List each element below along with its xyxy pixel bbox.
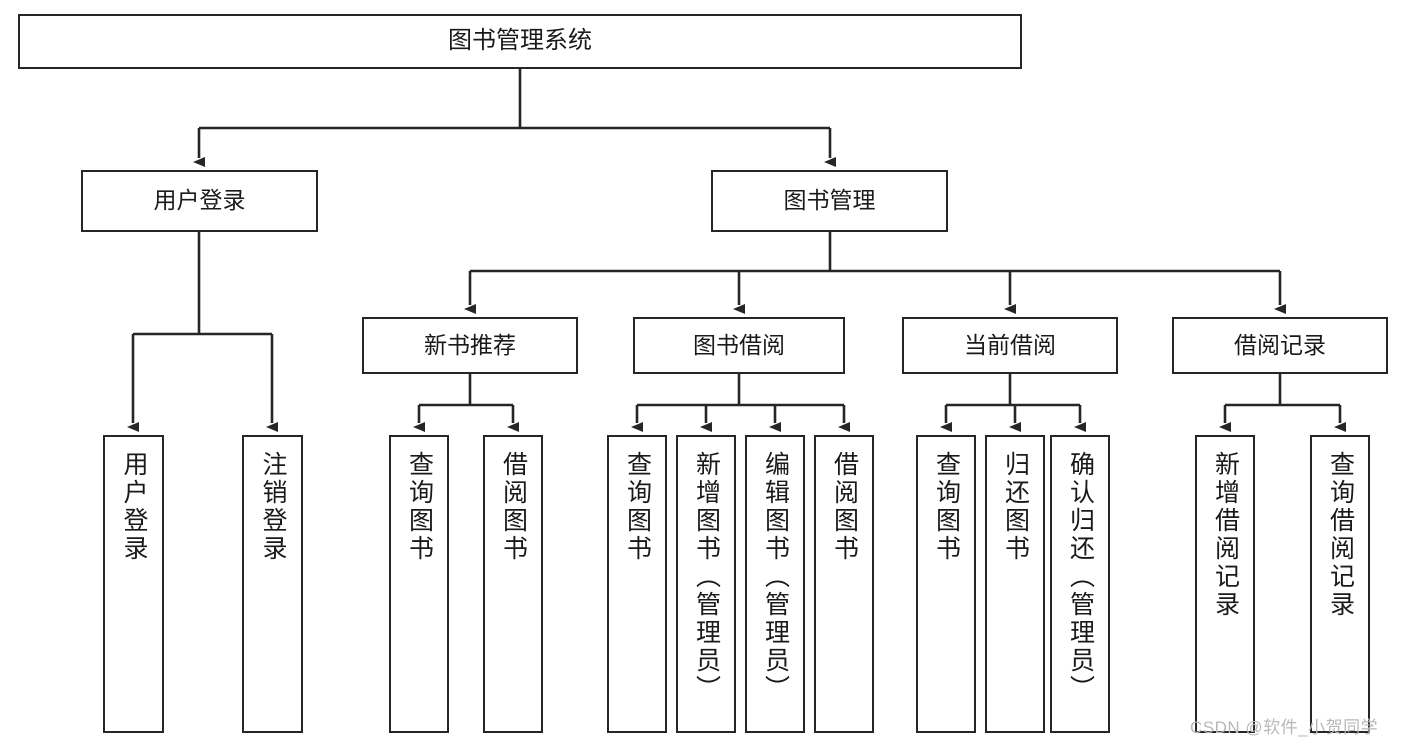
node-user-login[interactable]: 用户登录 <box>81 170 318 232</box>
node-leaf-confirm-return[interactable]: 确认归还（管理员） <box>1050 435 1110 733</box>
node-borrow-record[interactable]: 借阅记录 <box>1172 317 1388 374</box>
node-root[interactable]: 图书管理系统 <box>18 14 1022 69</box>
node-leaf-borrow-book-2-label: 借阅图书 <box>830 451 859 563</box>
node-borrow-record-label: 借阅记录 <box>1234 331 1326 358</box>
node-book-borrow-label: 图书借阅 <box>693 331 785 358</box>
node-leaf-query-book-2[interactable]: 查询图书 <box>607 435 667 733</box>
node-leaf-return-book[interactable]: 归还图书 <box>985 435 1045 733</box>
node-user-login-label: 用户登录 <box>153 187 246 214</box>
node-new-book-recommend-label: 新书推荐 <box>424 331 516 358</box>
node-leaf-query-book-3[interactable]: 查询图书 <box>916 435 976 733</box>
node-leaf-edit-book[interactable]: 编辑图书（管理员） <box>745 435 805 733</box>
node-leaf-edit-book-label: 编辑图书（管理员） <box>761 451 790 703</box>
node-current-borrow[interactable]: 当前借阅 <box>902 317 1118 374</box>
node-leaf-add-record-label: 新增借阅记录 <box>1211 451 1240 619</box>
node-leaf-user-login[interactable]: 用户登录 <box>103 435 164 733</box>
node-leaf-borrow-book-1[interactable]: 借阅图书 <box>483 435 543 733</box>
node-leaf-user-login-label: 用户登录 <box>120 451 148 563</box>
watermark-text: CSDN @软件_小贺同学 <box>1190 718 1379 737</box>
node-book-manage-label: 图书管理 <box>783 187 876 214</box>
node-leaf-return-book-label: 归还图书 <box>1001 451 1030 563</box>
node-leaf-query-book-1-label: 查询图书 <box>405 451 434 563</box>
node-leaf-confirm-return-label: 确认归还（管理员） <box>1066 451 1095 703</box>
node-leaf-logout-label: 注销登录 <box>259 451 287 563</box>
node-leaf-add-book-label: 新增图书（管理员） <box>692 451 721 703</box>
node-leaf-query-record-label: 查询借阅记录 <box>1326 451 1355 619</box>
node-root-label: 图书管理系统 <box>448 27 592 55</box>
node-leaf-logout[interactable]: 注销登录 <box>242 435 303 733</box>
node-new-book-recommend[interactable]: 新书推荐 <box>362 317 578 374</box>
node-leaf-add-record[interactable]: 新增借阅记录 <box>1195 435 1255 733</box>
node-current-borrow-label: 当前借阅 <box>964 331 1056 358</box>
node-book-borrow[interactable]: 图书借阅 <box>633 317 845 374</box>
node-book-manage[interactable]: 图书管理 <box>711 170 948 232</box>
node-leaf-query-book-2-label: 查询图书 <box>623 451 652 563</box>
node-leaf-query-record[interactable]: 查询借阅记录 <box>1310 435 1370 733</box>
node-leaf-query-book-1[interactable]: 查询图书 <box>389 435 449 733</box>
node-leaf-borrow-book-2[interactable]: 借阅图书 <box>814 435 874 733</box>
node-leaf-add-book[interactable]: 新增图书（管理员） <box>676 435 736 733</box>
node-leaf-borrow-book-1-label: 借阅图书 <box>499 451 528 563</box>
node-leaf-query-book-3-label: 查询图书 <box>932 451 961 563</box>
